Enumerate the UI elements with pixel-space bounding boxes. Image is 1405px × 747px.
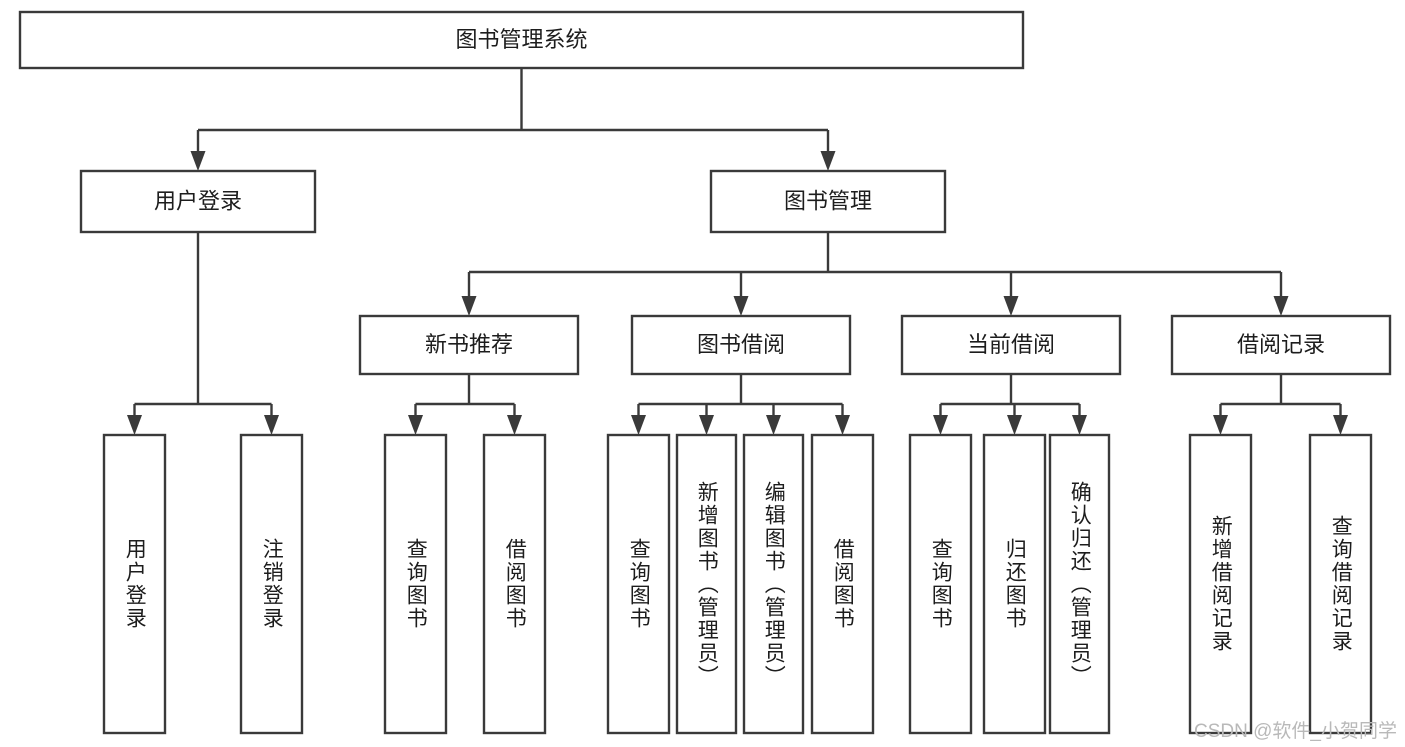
node-box-leaf-return-book[interactable] xyxy=(982,433,1047,735)
node-label-book-borrow: 图书借阅 xyxy=(697,332,785,357)
node-box-leaf-query-book-rec[interactable] xyxy=(383,433,448,735)
arrow-head-current-borrow-leaf-confirm-return xyxy=(1072,415,1087,435)
watermark: CSDN @软件_小贺同学 xyxy=(1194,721,1397,742)
node-box-leaf-query-book-borrow[interactable] xyxy=(606,433,671,735)
node-label-root: 图书管理系统 xyxy=(455,27,587,52)
arrow-head-user-login-leaf-user-login xyxy=(127,415,142,435)
node-box-leaf-add-book[interactable] xyxy=(675,433,738,735)
node-box-leaf-borrow-book-rec[interactable] xyxy=(482,433,547,735)
node-box-leaf-query-book-cur[interactable] xyxy=(908,433,973,735)
node-box-leaf-query-record[interactable] xyxy=(1308,433,1373,735)
node-layer xyxy=(18,10,1392,735)
node-box-borrow-record[interactable] xyxy=(1170,314,1392,376)
arrow-head-root-user-login xyxy=(190,151,206,171)
node-box-current-borrow[interactable] xyxy=(900,314,1122,376)
node-box-user-login[interactable] xyxy=(79,169,317,234)
arrow-head-borrow-record-leaf-add-record xyxy=(1213,415,1228,435)
arrow-head-book-borrow-leaf-edit-book xyxy=(766,415,781,435)
connector-layer xyxy=(127,68,1348,435)
arrow-head-book-borrow-leaf-add-book xyxy=(699,415,714,435)
node-box-book-borrow[interactable] xyxy=(630,314,852,376)
arrow-head-root-book-manage xyxy=(820,151,836,171)
node-box-leaf-user-logout[interactable] xyxy=(239,433,304,735)
arrow-head-new-book-rec-leaf-query-book-rec xyxy=(408,415,423,435)
arrow-head-user-login-leaf-user-logout xyxy=(264,415,279,435)
node-box-leaf-add-record[interactable] xyxy=(1188,433,1253,735)
arrow-head-borrow-record-leaf-query-record xyxy=(1333,415,1348,435)
node-box-leaf-borrow-book[interactable] xyxy=(810,433,875,735)
arrow-head-book-manage-new-book-rec xyxy=(461,296,477,316)
node-box-new-book-rec[interactable] xyxy=(358,314,580,376)
node-label-book-manage: 图书管理 xyxy=(784,188,872,213)
node-label-new-book-rec: 新书推荐 xyxy=(425,332,513,357)
node-box-root[interactable] xyxy=(18,10,1025,70)
arrow-head-current-borrow-leaf-return-book xyxy=(1007,415,1022,435)
node-label-user-login: 用户登录 xyxy=(154,188,242,213)
arrow-head-new-book-rec-leaf-borrow-book-rec xyxy=(507,415,522,435)
arrow-head-book-manage-current-borrow xyxy=(1003,296,1019,316)
node-box-leaf-confirm-return[interactable] xyxy=(1048,433,1111,735)
arrow-head-current-borrow-leaf-query-book-cur xyxy=(933,415,948,435)
arrow-head-book-borrow-leaf-borrow-book xyxy=(835,415,850,435)
node-box-leaf-user-login[interactable] xyxy=(102,433,167,735)
node-box-book-manage[interactable] xyxy=(709,169,947,234)
node-box-leaf-edit-book[interactable] xyxy=(742,433,805,735)
arrow-head-book-manage-borrow-record xyxy=(1273,296,1289,316)
arrow-head-book-borrow-leaf-query-book-borrow xyxy=(631,415,646,435)
node-label-current-borrow: 当前借阅 xyxy=(967,332,1055,357)
node-label-borrow-record: 借阅记录 xyxy=(1237,332,1325,357)
arrow-head-book-manage-book-borrow xyxy=(733,296,749,316)
